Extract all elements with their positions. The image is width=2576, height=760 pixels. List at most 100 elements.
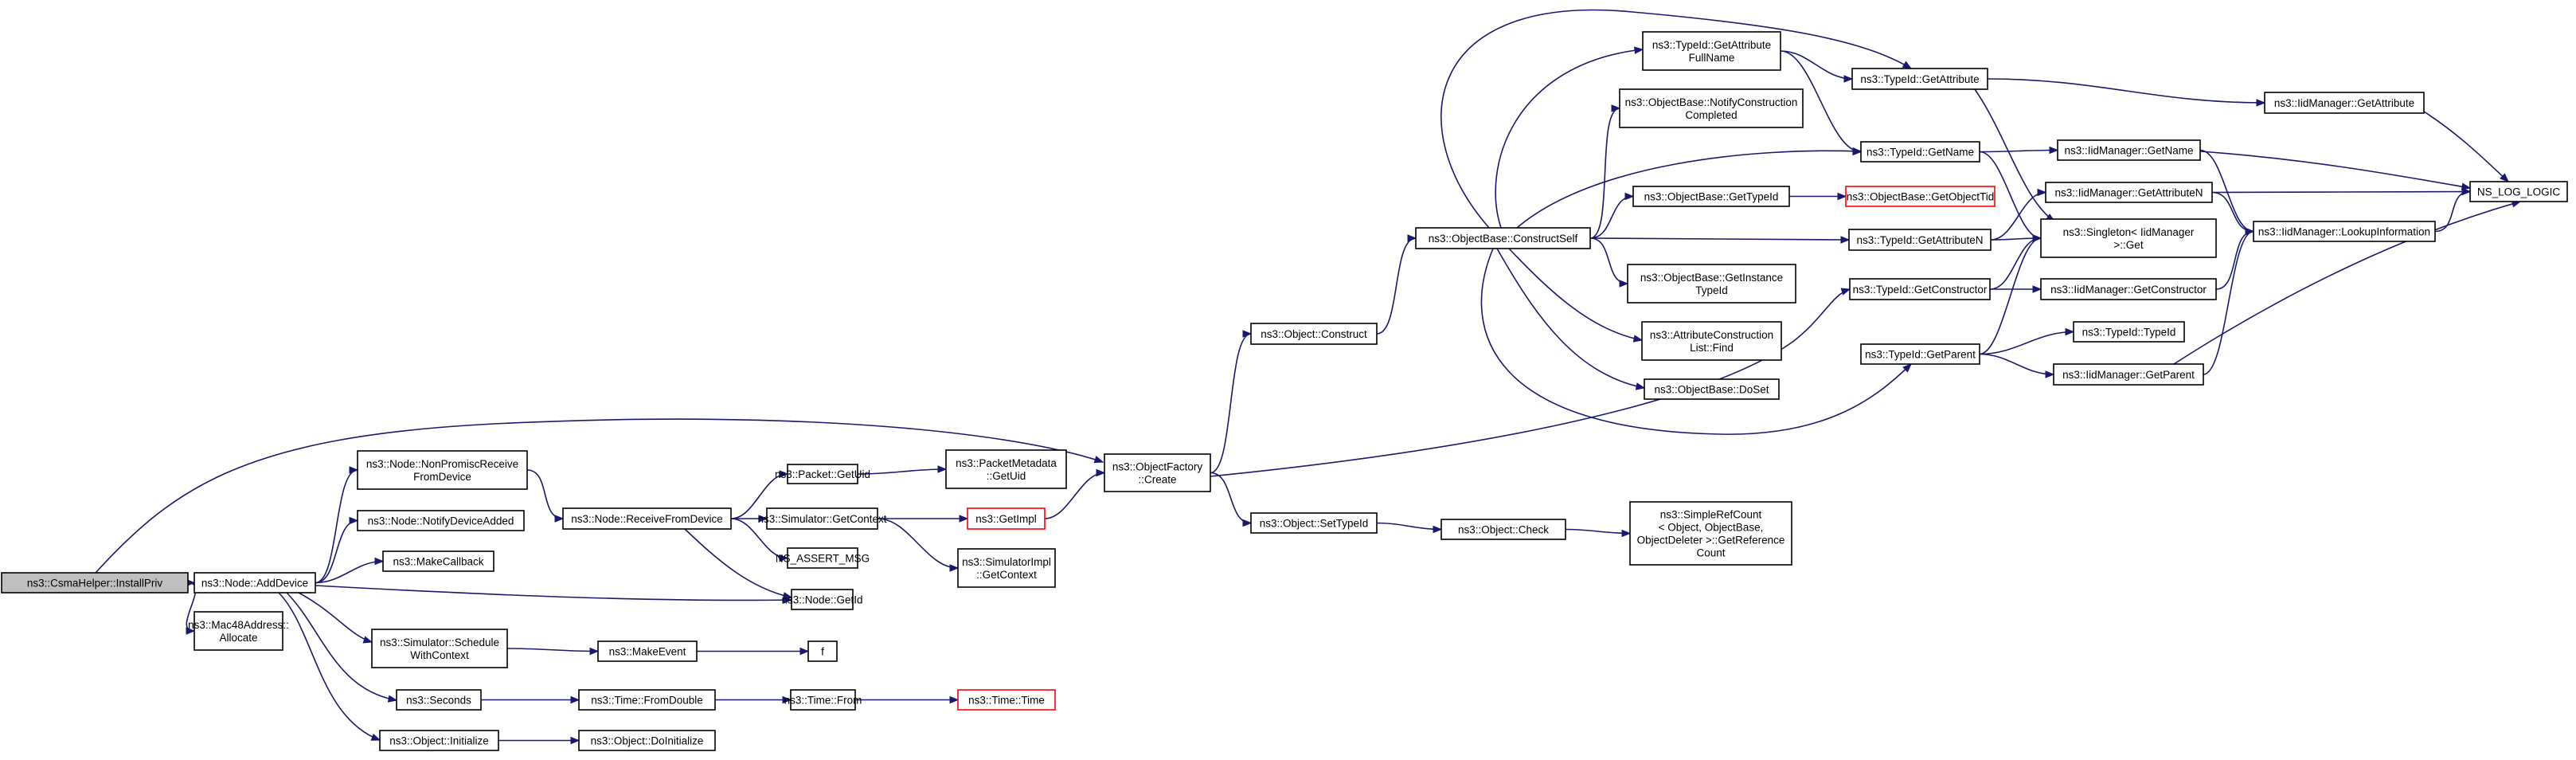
- node-makeCallback[interactable]: ns3::MakeCallback: [382, 550, 494, 572]
- node-iidGetAttribute[interactable]: ns3::IidManager::GetAttribute: [2264, 92, 2425, 114]
- node-macAllocate[interactable]: ns3::Mac48Address::Allocate: [188, 611, 289, 651]
- node-obGetTypeId[interactable]: ns3::ObjectBase::GetTypeId: [1632, 186, 1790, 207]
- node-doInit[interactable]: ns3::Object::DoInitialize: [578, 730, 716, 751]
- node-label: ::Create: [1138, 474, 1176, 486]
- node-label: ns3::TypeId::GetParent: [1865, 349, 1976, 361]
- node-receiveFromDevice[interactable]: ns3::Node::ReceiveFromDevice: [562, 507, 732, 530]
- node-notifyConstruction[interactable]: ns3::ObjectBase::NotifyConstructionCompl…: [1619, 88, 1804, 128]
- node-label: ns3::Object::Initialize: [389, 735, 489, 747]
- arrowhead-icon: [2049, 146, 2059, 155]
- arrowhead-icon: [2045, 370, 2055, 378]
- edge-objCheck-to-simpleRefCount: [1565, 528, 1632, 538]
- node-objCheck[interactable]: ns3::Object::Check: [1440, 519, 1566, 540]
- edge-constructSelf-to-obGetTypeId: [1589, 192, 1635, 239]
- node-assertMsg[interactable]: NS_ASSERT_MSG: [776, 547, 870, 569]
- node-doSet[interactable]: ns3::ObjectBase::DoSet: [1644, 378, 1780, 400]
- arrowhead-icon: [1634, 46, 1644, 54]
- node-objConstruct[interactable]: ns3::Object::Construct: [1250, 323, 1378, 345]
- node-getContext[interactable]: ns3::Simulator::GetContext: [757, 507, 887, 530]
- node-implGetContext[interactable]: ns3::SimulatorImpl::GetContext: [957, 548, 1056, 588]
- node-iidGetName[interactable]: ns3::IidManager::GetName: [2057, 139, 2201, 161]
- node-metaGetUid[interactable]: ns3::PacketMetadata::GetUid: [945, 449, 1067, 489]
- node-getId[interactable]: ns3::Node::GetId: [781, 589, 863, 610]
- node-addDevice[interactable]: ns3::Node::AddDevice: [193, 572, 316, 594]
- node-label: ns3::IidManager::GetName: [2064, 145, 2193, 157]
- edge-iidGetAttributeN-to-nsLogLogic: [2211, 187, 2472, 196]
- edge-receiveFromDevice-to-getContext: [730, 515, 768, 523]
- node-f[interactable]: f: [807, 641, 838, 662]
- node-tidGetConstructor[interactable]: ns3::TypeId::GetConstructor: [1849, 278, 1991, 300]
- node-box: [1642, 31, 1781, 71]
- node-timeFrom[interactable]: ns3::Time::From: [784, 689, 862, 711]
- node-timeTime[interactable]: ns3::Time::Time: [957, 689, 1056, 711]
- node-tidGetAttributeN[interactable]: ns3::TypeId::GetAttributeN: [1848, 229, 1992, 251]
- node-nsLogLogic[interactable]: NS_LOG_LOGIC: [2469, 181, 2568, 202]
- node-label: ::GetContext: [976, 569, 1037, 581]
- node-tidGetName[interactable]: ns3::TypeId::GetName: [1860, 141, 1980, 163]
- edge-iidGetParent-to-lookupInfo: [2203, 227, 2255, 375]
- node-box: [957, 689, 1056, 711]
- node-factoryCreate[interactable]: ns3::ObjectFactory::Create: [1104, 453, 1211, 492]
- node-box: [766, 507, 878, 530]
- edge-line: [526, 469, 564, 519]
- edge-line: [315, 585, 792, 601]
- node-lookupInfo[interactable]: ns3::IidManager::LookupInformation: [2253, 221, 2436, 242]
- node-tidGetAttribute[interactable]: ns3::TypeId::GetAttribute: [1851, 68, 1988, 90]
- node-singletonGet[interactable]: ns3::Singleton< IidManager >::Get: [2040, 218, 2217, 258]
- node-box: [1845, 186, 1996, 207]
- node-setTypeId[interactable]: ns3::Object::SetTypeId: [1250, 512, 1378, 534]
- edge-line: [1589, 108, 1620, 239]
- edge-line: [877, 518, 959, 569]
- node-seconds[interactable]: ns3::Seconds: [396, 689, 482, 711]
- node-iidGetAttributeN[interactable]: ns3::IidManager::GetAttributeN: [2045, 182, 2213, 203]
- edge-seconds-to-fromDouble: [481, 695, 580, 704]
- node-getUid[interactable]: ns3::Packet::GetUid: [775, 464, 870, 484]
- node-tidTypeId[interactable]: ns3::TypeId::TypeId: [2073, 321, 2185, 343]
- edge-constructSelf-to-attrListFind: [1508, 248, 1644, 343]
- node-box: [578, 730, 716, 751]
- node-getImpl[interactable]: ns3::GetImpl: [967, 507, 1046, 530]
- node-label: FromDevice: [413, 471, 471, 483]
- node-constructSelf[interactable]: ns3::ObjectBase::ConstructSelf: [1415, 227, 1591, 249]
- node-label: ns3::MakeEvent: [609, 646, 686, 658]
- node-iidGetConstructor[interactable]: ns3::IidManager::GetConstructor: [2040, 278, 2217, 300]
- edge-getContext-to-implGetContext: [877, 518, 960, 572]
- node-label: FullName: [1689, 52, 1735, 64]
- edge-line: [1979, 353, 2054, 375]
- edge-objInit-to-doInit: [498, 736, 580, 745]
- node-label: f: [821, 646, 824, 658]
- node-simpleRefCount[interactable]: ns3::SimpleRefCount< Object, ObjectBase,…: [1629, 501, 1792, 566]
- node-box: [2073, 321, 2185, 343]
- node-fromDouble[interactable]: ns3::Time::FromDouble: [578, 689, 716, 711]
- node-getObjectTid[interactable]: ns3::ObjectBase::GetObjectTid: [1845, 186, 1996, 207]
- node-label: < Object, ObjectBase,: [1659, 522, 1764, 534]
- arrowhead-icon: [799, 647, 810, 656]
- node-iidGetParent[interactable]: ns3::IidManager::GetParent: [2053, 363, 2204, 386]
- node-label: Count: [1696, 547, 1725, 559]
- arrowhead-icon: [2032, 285, 2042, 293]
- arrowhead-icon: [349, 516, 359, 525]
- node-box: [2057, 139, 2201, 161]
- arrowhead-icon: [1902, 61, 1913, 69]
- edge-tidGetAttributeN-to-iidGetAttributeN: [1990, 188, 2047, 241]
- node-installPriv[interactable]: ns3::CsmaHelper::InstallPriv: [1, 572, 189, 594]
- node-makeEvent[interactable]: ns3::MakeEvent: [597, 641, 698, 662]
- node-tidGetParent[interactable]: ns3::TypeId::GetParent: [1860, 343, 1980, 365]
- arrowhead-icon: [1624, 192, 1635, 201]
- edge-getUid-to-metaGetUid: [857, 465, 948, 475]
- node-notifyAdded[interactable]: ns3::Node::NotifyDeviceAdded: [357, 510, 525, 531]
- edges-layer: [95, 9, 2522, 745]
- edge-line: [684, 528, 792, 598]
- node-objInit[interactable]: ns3::Object::Initialize: [379, 730, 499, 751]
- node-label: ns3::ObjectBase::GetObjectTid: [1847, 191, 1995, 203]
- edge-line: [1210, 333, 1252, 474]
- node-box: [597, 641, 698, 662]
- edge-line: [2434, 190, 2471, 233]
- edge-iidGetAttribute-to-nsLogLogic: [2423, 111, 2509, 182]
- arrowhead-icon: [1433, 525, 1443, 534]
